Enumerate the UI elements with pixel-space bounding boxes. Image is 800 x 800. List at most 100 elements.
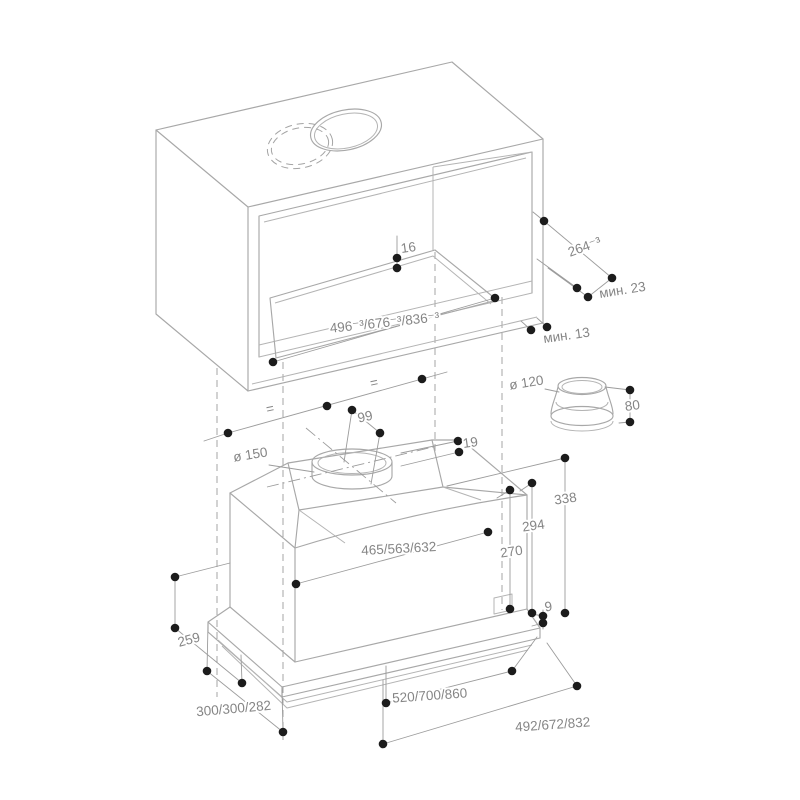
dim-150-leader bbox=[268, 464, 315, 473]
dimension-dot bbox=[542, 322, 552, 332]
label-equal-left: = bbox=[265, 400, 276, 416]
dimension-dot bbox=[583, 292, 593, 302]
alternative-hole-position-inner bbox=[270, 126, 330, 166]
dimension-dot bbox=[607, 273, 617, 283]
centerline-depth bbox=[305, 427, 397, 504]
dim-465-line bbox=[295, 531, 489, 585]
cabinet-interior-wall bbox=[432, 151, 533, 250]
dimension-dot bbox=[572, 681, 582, 691]
hood-chamfer-edges bbox=[229, 439, 528, 549]
dimension-dot bbox=[278, 727, 288, 737]
dimension-dot bbox=[526, 325, 536, 335]
dimension-dot bbox=[483, 527, 493, 537]
cabinet-left-face bbox=[155, 129, 249, 392]
centerline-width bbox=[266, 445, 438, 488]
dimension-dot bbox=[375, 428, 385, 438]
dimension-dot bbox=[560, 453, 570, 463]
dimension-dot bbox=[527, 478, 537, 488]
label-264: 264⁻³ bbox=[566, 234, 604, 260]
dimension-dot bbox=[625, 385, 635, 395]
dimension-dot bbox=[170, 623, 180, 633]
dimension-dot bbox=[625, 417, 635, 427]
hood-body-verticals bbox=[229, 492, 528, 663]
hood-body-top-edges bbox=[229, 439, 528, 549]
dimension-dot bbox=[268, 357, 278, 367]
label-80: 80 bbox=[624, 397, 641, 414]
dim-min23-leaders bbox=[536, 258, 589, 298]
label-16: 16 bbox=[400, 239, 417, 256]
dimension-dot bbox=[572, 283, 582, 293]
dimension-dot bbox=[490, 293, 500, 303]
cabinet-top-face bbox=[155, 61, 544, 208]
dimension-dot bbox=[202, 666, 212, 676]
hood-outline bbox=[207, 439, 541, 709]
hood-flange bbox=[207, 606, 541, 698]
label-cutout-bottom-width: 492/672/832 bbox=[515, 714, 591, 734]
projection-lines bbox=[216, 252, 503, 740]
label-body-width: 465/563/632 bbox=[361, 539, 437, 558]
collar-top-rim-inner bbox=[317, 452, 387, 474]
label-collar-diameter: ø 150 bbox=[232, 444, 268, 464]
dim-99-line bbox=[343, 409, 381, 485]
dimension-dot bbox=[392, 263, 402, 273]
dim-259-line bbox=[174, 562, 243, 684]
label-270: 270 bbox=[499, 543, 523, 561]
dimension-dot bbox=[539, 216, 549, 226]
dimension-dot bbox=[538, 618, 548, 628]
dim-338-line bbox=[446, 457, 566, 614]
hood-body-bottom-edges bbox=[229, 606, 528, 663]
dimension-dot bbox=[322, 401, 332, 411]
dim-120-leader bbox=[544, 388, 560, 393]
dimension-dot bbox=[291, 579, 301, 589]
duct-hole-inner bbox=[314, 112, 378, 150]
dim-520-line bbox=[385, 636, 538, 704]
adapter-bottom-thickness bbox=[550, 420, 614, 432]
label-19: 19 bbox=[462, 434, 479, 451]
label-99: 99 bbox=[356, 408, 374, 426]
dimension-dot bbox=[527, 608, 537, 618]
dimension-dot bbox=[507, 666, 517, 676]
label-300: 300/300/282 bbox=[196, 698, 272, 719]
adapter-band bbox=[555, 401, 609, 411]
dimension-dot bbox=[453, 436, 463, 446]
dimension-dot bbox=[505, 604, 515, 614]
label-duct-diameter: ø 120 bbox=[508, 372, 544, 392]
dimension-dot bbox=[560, 608, 570, 618]
dimension-dot bbox=[454, 447, 464, 457]
dimension-dot bbox=[170, 572, 180, 582]
dimension-dots bbox=[170, 216, 635, 749]
cabinet-bottom-edge bbox=[251, 316, 538, 385]
dim-19-leaders bbox=[400, 440, 460, 467]
adapter-bottom-rim bbox=[550, 405, 614, 427]
duct-adapter bbox=[550, 376, 614, 432]
dim-cutout-width-line bbox=[272, 297, 496, 363]
alternative-hole-position-outer bbox=[266, 122, 334, 170]
collar-centerlines bbox=[266, 427, 438, 504]
dim-300-line bbox=[206, 623, 284, 733]
dimension-dot bbox=[505, 485, 515, 495]
dimension-dot bbox=[347, 405, 357, 415]
label-overall-width: 520/700/860 bbox=[392, 685, 468, 705]
cabinet-opening-frame bbox=[258, 151, 533, 358]
dimension-dot bbox=[237, 678, 247, 688]
dim-492-line bbox=[382, 642, 578, 745]
cabinet-outline bbox=[155, 61, 544, 392]
dimension-dot bbox=[538, 611, 548, 621]
dimension-dot bbox=[378, 739, 388, 749]
adapter-sides bbox=[550, 386, 614, 415]
dimension-dot bbox=[381, 698, 391, 708]
adapter-top-rim-inner bbox=[561, 380, 603, 394]
collar-side bbox=[311, 461, 393, 490]
label-cutout-width: 496⁻³/676⁻³/836⁻³ bbox=[329, 309, 440, 335]
duct-hole-outer bbox=[309, 108, 383, 152]
label-338: 338 bbox=[553, 490, 577, 508]
label-294: 294 bbox=[521, 516, 546, 534]
cabinet-opening-inner-edge bbox=[263, 157, 527, 223]
dimension-dot bbox=[392, 253, 402, 263]
label-9: 9 bbox=[544, 599, 554, 615]
cabinet-rail-bottom bbox=[258, 292, 533, 358]
hood-chamfer-creases bbox=[298, 486, 482, 544]
dimension-lines bbox=[174, 211, 631, 745]
